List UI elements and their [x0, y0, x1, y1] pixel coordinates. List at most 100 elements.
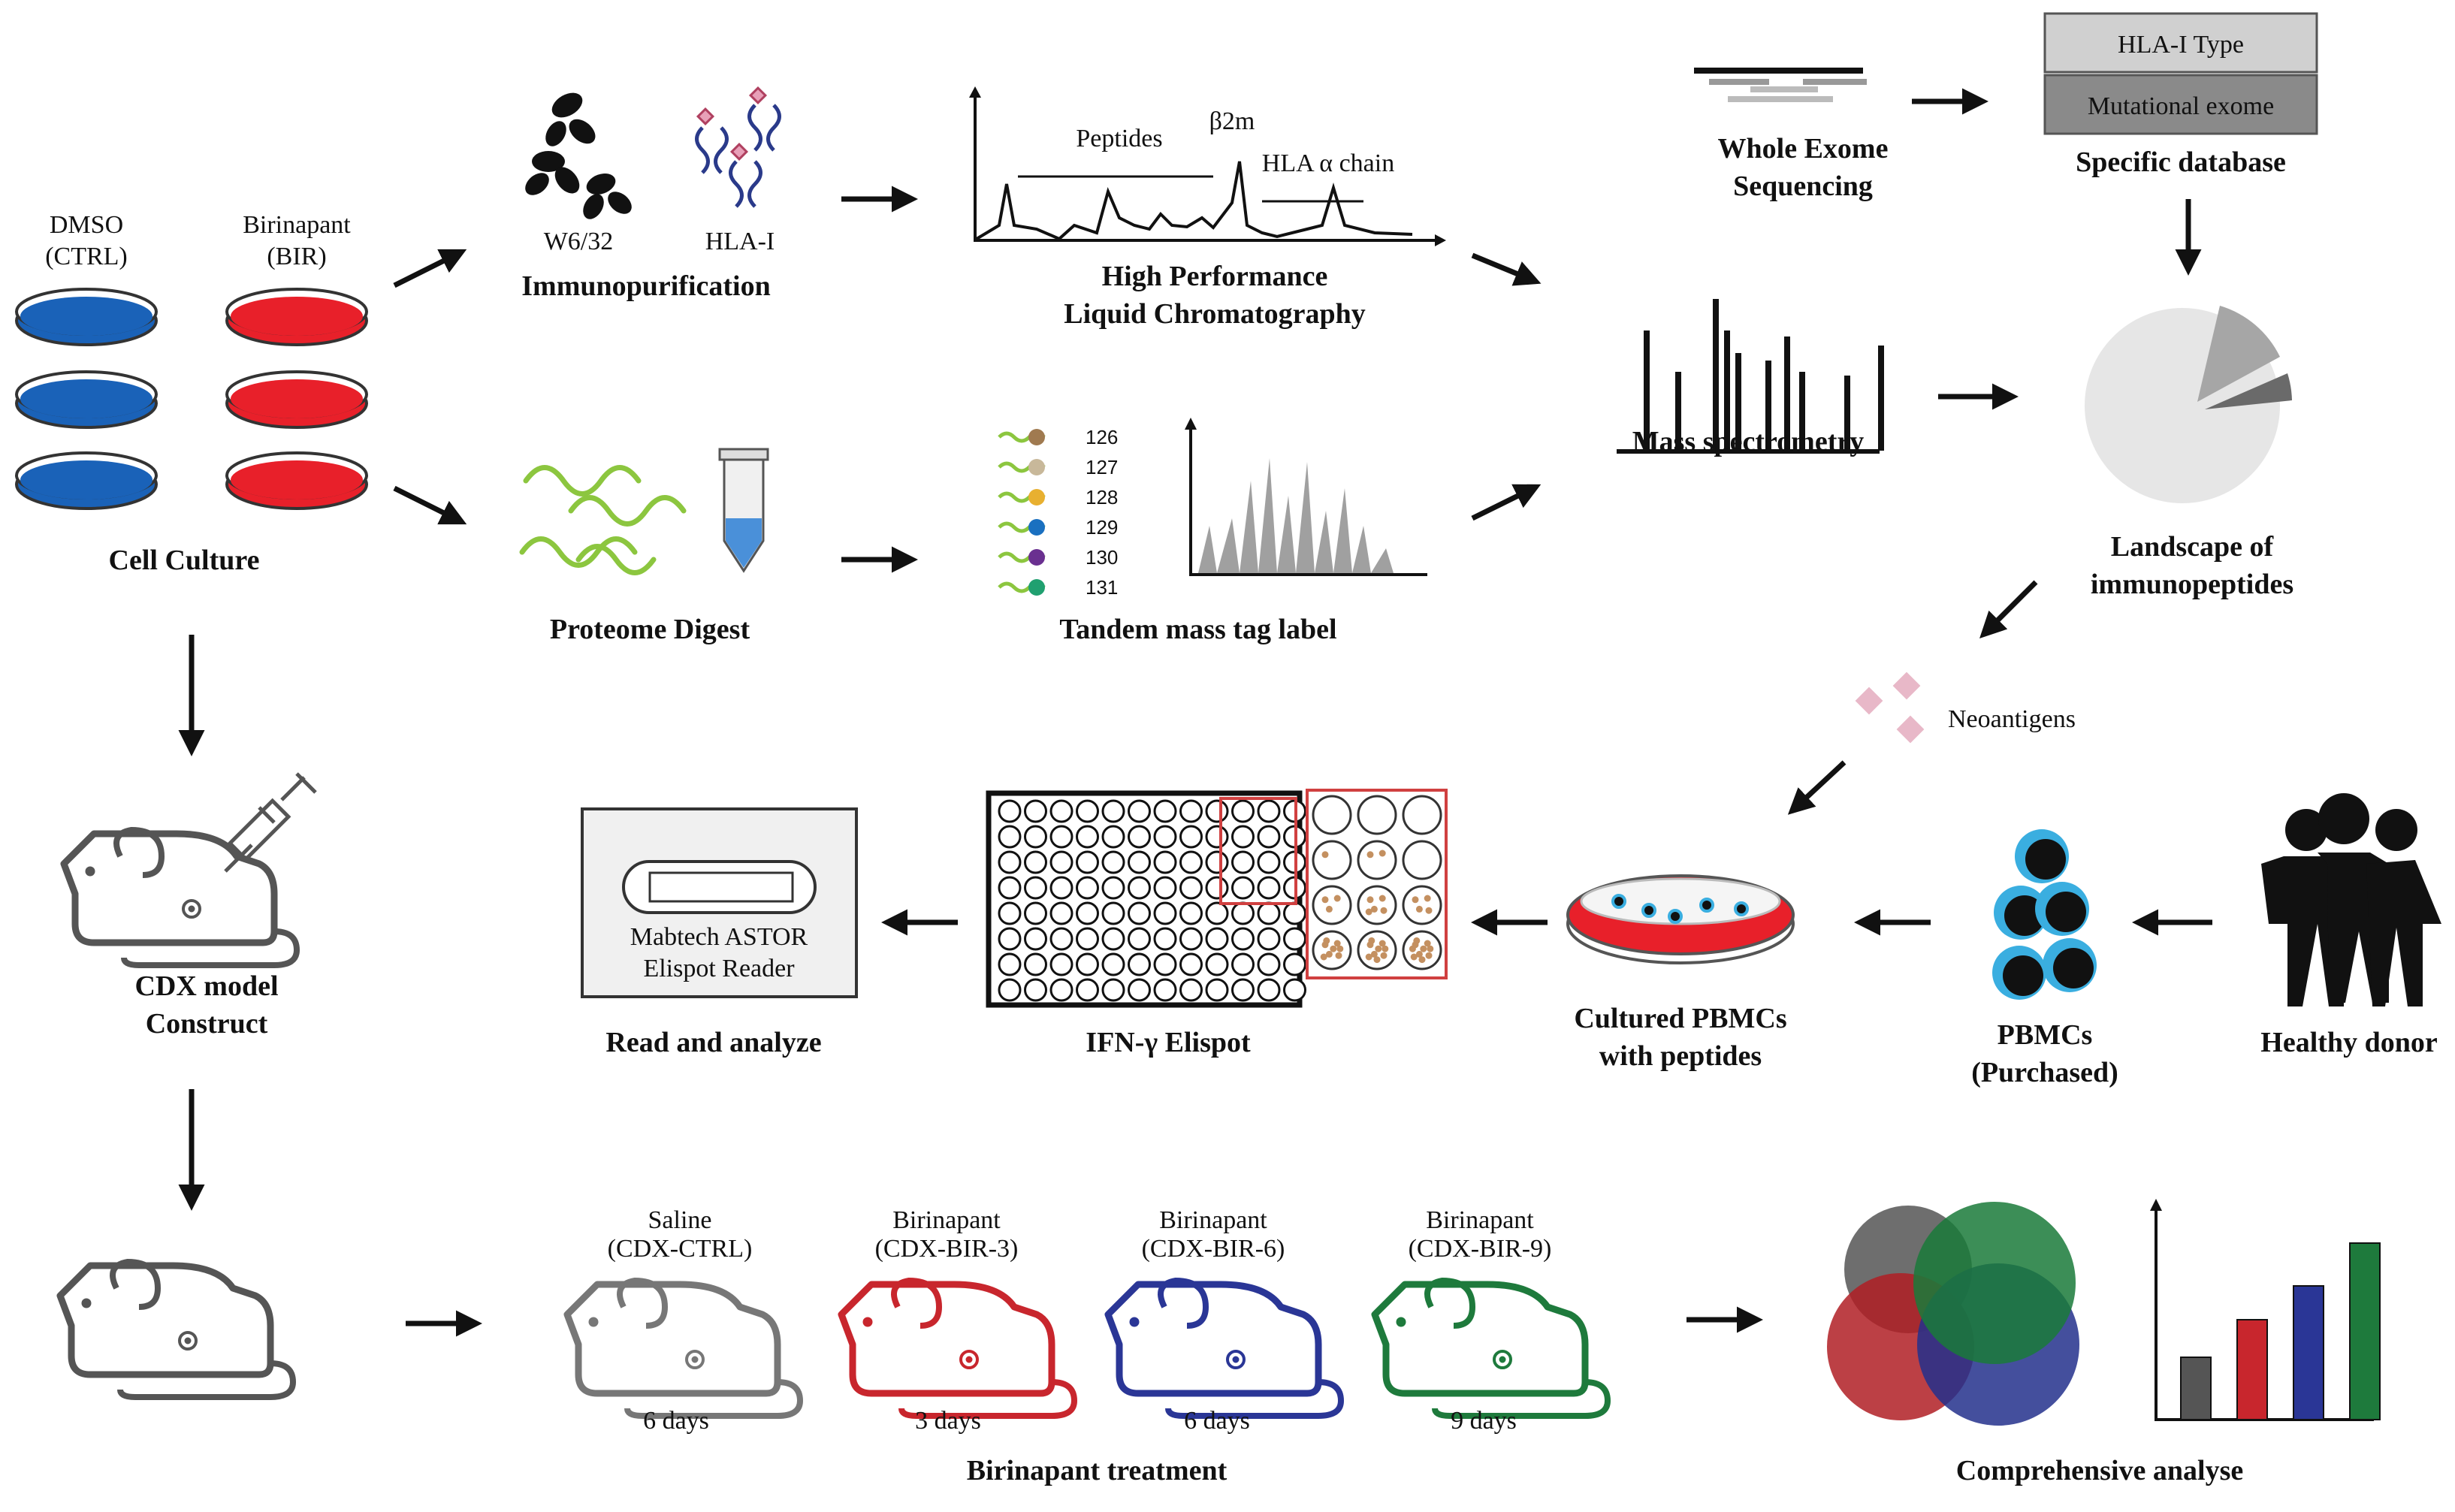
pbmc-section: PBMCs (Purchased)	[1971, 829, 2118, 1088]
petri-dish	[225, 451, 368, 510]
pbmc-cell	[1992, 946, 2046, 1000]
tmt-title: Tandem mass tag label	[1059, 614, 1336, 645]
peptide-squiggles	[519, 465, 687, 575]
ctrl-dishes	[15, 288, 158, 510]
bir6-mouse-icon	[1108, 1281, 1341, 1416]
hla-type-box: HLA-I Type	[2118, 31, 2244, 59]
pbmc-cell	[2035, 882, 2089, 936]
cultured-section: Cultured PBMCs with peptides	[1566, 874, 1795, 1072]
neoantigens-section: Neoantigens	[1855, 671, 2076, 744]
group-days: 3 days	[915, 1407, 981, 1435]
immunopurification-title: Immunopurification	[521, 270, 770, 302]
tmt-tag-label: 130	[1086, 546, 1118, 569]
cdx-title-2: Construct	[146, 1008, 268, 1040]
pbmc-title-1: PBMCs	[1998, 1019, 2093, 1051]
bar-icon	[2150, 1199, 2381, 1421]
petri-dish	[15, 370, 158, 429]
group-line-2: (CDX-BIR-6)	[1142, 1235, 1285, 1263]
bir3-mouse-icon	[841, 1281, 1074, 1416]
analysis-title: Comprehensive analyse	[1956, 1455, 2243, 1486]
group-line-2: (CDX-CTRL)	[608, 1235, 753, 1263]
reader-line-1: Mabtech ASTOR	[630, 923, 808, 951]
tmt-tag-label: 128	[1086, 486, 1118, 509]
ctrl-label-1: DMSO	[50, 211, 123, 239]
hla-i-label: HLA-I	[705, 228, 775, 255]
cultured-title-1: Cultured PBMCs	[1574, 1003, 1786, 1034]
tmt-tag: 128	[998, 486, 1118, 509]
elispot-title: IFN-γ Elispot	[1086, 1027, 1251, 1058]
arrow-to-neoantigens	[1979, 580, 2038, 638]
bir-label-2: (BIR)	[267, 243, 326, 270]
plate-wells	[998, 799, 1306, 1002]
arrow-to-proteome	[393, 485, 467, 525]
hla-i-molecule-icon	[695, 86, 781, 208]
hplc-trace	[975, 161, 1413, 241]
arrow-neoantigens-to-culture	[1787, 760, 1847, 815]
group-line-1: Birinapant	[1426, 1206, 1534, 1234]
reader-title: Read and analyze	[605, 1027, 821, 1058]
bir-label-1: Birinapant	[243, 211, 351, 239]
cdx-mouse-2-icon	[60, 1262, 293, 1397]
hplc-axes	[974, 98, 1435, 242]
group-days: 6 days	[643, 1407, 709, 1435]
wes-section: Whole Exome Sequencing	[1694, 68, 1888, 202]
syringe-icon	[224, 772, 317, 873]
arrow-to-immunopurification	[393, 249, 467, 288]
ctrl-label-2: (CTRL)	[45, 243, 128, 270]
cell-culture-section: DMSO (CTRL) Birinapant (BIR) Cell Cultur…	[15, 211, 368, 576]
analysis-section: Comprehensive analyse	[1827, 1199, 2381, 1486]
treatment-group: Birinapant (CDX-BIR-3) 3 days	[841, 1206, 1074, 1435]
healthy-donor-icon: Healthy donor	[2260, 793, 2441, 1058]
arrow-tmt-to-ms	[1471, 484, 1542, 521]
peptides-peak-label: Peptides	[1076, 125, 1162, 152]
pbmc-cell	[2043, 938, 2097, 992]
mass-spec-title: Mass spectrometry	[1632, 426, 1864, 457]
saline-mouse-icon	[567, 1281, 800, 1416]
landscape-title-1: Landscape of	[2111, 531, 2275, 563]
landscape-section: Landscape of immunopeptides	[2085, 306, 2293, 600]
cdx-title-1: CDX model	[134, 970, 278, 1002]
w632-antibody-icon	[525, 92, 632, 219]
tmt-tag: 126	[998, 426, 1118, 448]
treatment-group: Birinapant (CDX-BIR-6) 6 days	[1108, 1206, 1341, 1435]
group-line-1: Birinapant	[1159, 1206, 1267, 1234]
pbmc-title-2: (Purchased)	[1971, 1057, 2118, 1088]
tmt-tag: 130	[998, 546, 1118, 569]
hplc-section: Peptides β2m HLA α chain High Performanc…	[969, 86, 1446, 330]
group-line-1: Saline	[648, 1206, 712, 1234]
zoom-wells	[1312, 795, 1442, 970]
hplc-title-1: High Performance	[1102, 261, 1328, 292]
immunopurification-section: W6/32 HLA-I Immunopurification	[521, 86, 781, 302]
tmt-tag-label: 127	[1086, 456, 1118, 478]
tmt-tag: 129	[998, 516, 1118, 539]
tmt-tag: 131	[998, 576, 1118, 599]
proteome-section: Proteome Digest	[519, 448, 769, 645]
treatment-group: Saline (CDX-CTRL) 6 days	[567, 1206, 800, 1435]
petri-dish	[225, 370, 368, 429]
cell-culture-title: Cell Culture	[109, 545, 260, 576]
tube-icon	[718, 448, 769, 573]
petri-dish	[225, 288, 368, 346]
hla-chain-peak-label: HLA α chain	[1262, 149, 1394, 177]
wes-title-2: Sequencing	[1733, 171, 1873, 202]
database-section: HLA-I Type Mutational exome Specific dat…	[2043, 12, 2318, 178]
b2m-peak-label: β2m	[1209, 107, 1255, 135]
cultured-title-2: with peptides	[1599, 1040, 1762, 1072]
tmt-tag-label: 126	[1086, 426, 1118, 448]
neoantigens-label: Neoantigens	[1948, 705, 2076, 733]
treatment-title: Birinapant treatment	[967, 1455, 1228, 1486]
w632-label: W6/32	[544, 228, 614, 255]
group-days: 6 days	[1184, 1407, 1250, 1435]
tmt-tag: 127	[998, 456, 1118, 478]
cdx-section: CDX model Construct	[64, 772, 317, 1040]
proteome-title: Proteome Digest	[550, 614, 750, 645]
wes-title-1: Whole Exome	[1718, 133, 1889, 164]
landscape-title-2: immunopeptides	[2091, 569, 2293, 600]
pbmc-cell	[2015, 829, 2069, 883]
treatment-group: Birinapant (CDX-BIR-9) 9 days	[1375, 1206, 1608, 1435]
tmt-spectrum	[1185, 418, 1427, 576]
cdx-mouse-icon	[64, 830, 297, 965]
petri-dish	[15, 451, 158, 510]
mass-spec-section: Mass spectrometry	[1617, 299, 1884, 457]
reader-section: Mabtech ASTOR Elispot Reader Read and an…	[581, 807, 858, 1058]
